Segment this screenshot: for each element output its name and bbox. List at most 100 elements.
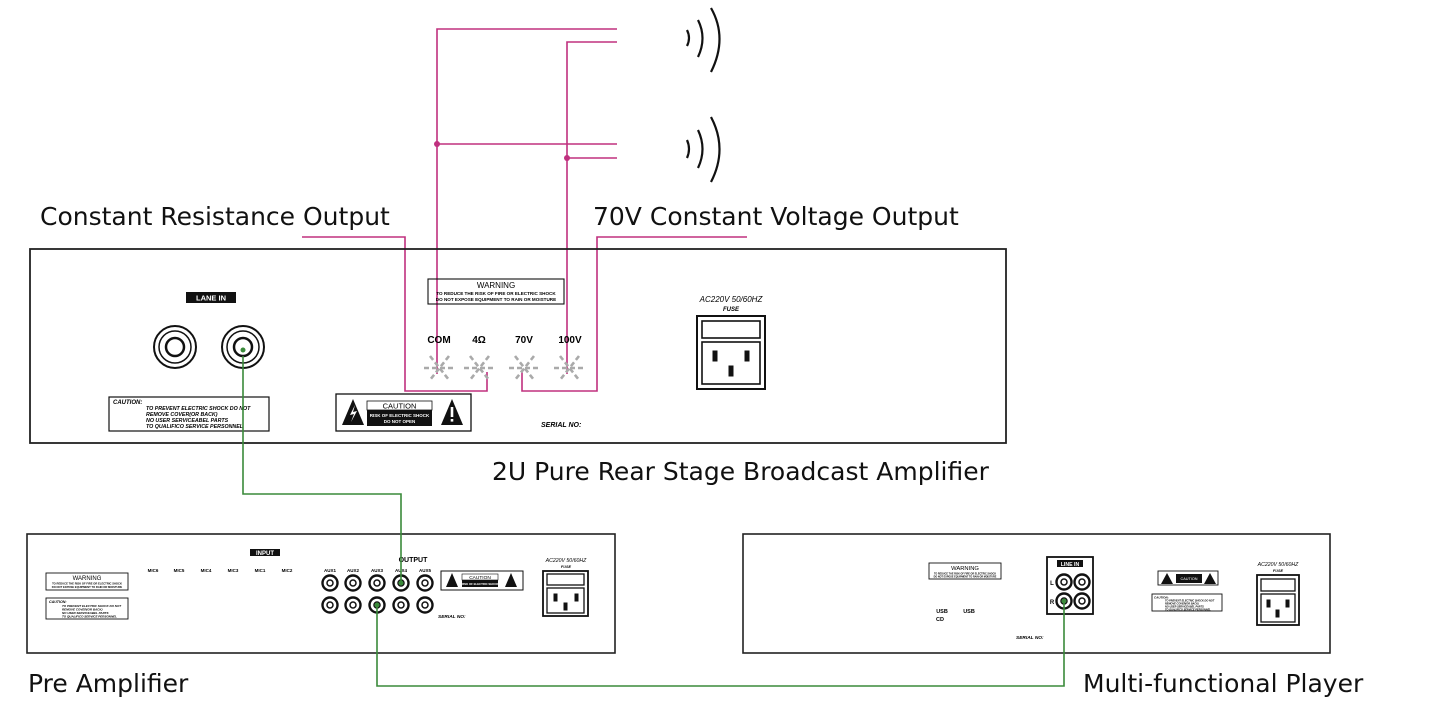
lightning-warning-icon bbox=[446, 573, 458, 587]
lightning-warning-icon bbox=[1161, 573, 1173, 584]
speaker-wires bbox=[302, 28, 747, 392]
rca-jack[interactable] bbox=[1073, 573, 1091, 591]
rca-jack[interactable] bbox=[416, 574, 434, 592]
mic-label: MIC1 bbox=[255, 568, 266, 573]
rca-jack[interactable] bbox=[1073, 592, 1091, 610]
junction-dot bbox=[434, 141, 440, 147]
aux-label: AUX3 bbox=[371, 568, 384, 573]
power-socket[interactable] bbox=[1256, 574, 1300, 626]
warning-notice bbox=[45, 572, 129, 591]
mic-label: MIC6 bbox=[148, 568, 159, 573]
mic-label: MIC3 bbox=[228, 568, 239, 573]
power-socket[interactable] bbox=[696, 315, 766, 390]
caution-box-title: CAUTION bbox=[1180, 577, 1197, 581]
fuse-label: FUSE bbox=[561, 565, 572, 569]
serial-number-label: SERIAL NO: bbox=[541, 422, 581, 429]
lane-in-jack-left[interactable] bbox=[153, 325, 197, 369]
terminal-com[interactable] bbox=[424, 355, 455, 381]
terminal-label-70v: 70V bbox=[515, 335, 533, 346]
caution-box-line: RISK OF ELECTRIC SHOCK bbox=[462, 582, 499, 586]
caution-line: REMOVE COVER(OR BACK) bbox=[1165, 603, 1199, 606]
terminal-100v[interactable] bbox=[554, 355, 585, 381]
shock-caution-box bbox=[1157, 570, 1219, 586]
terminal-label-com: COM bbox=[427, 335, 450, 346]
caution-line: TO PREVENT ELECTRIC SHOCK DO NOT bbox=[1165, 600, 1215, 603]
left-channel-label: L bbox=[1050, 581, 1054, 587]
rca-jack[interactable] bbox=[416, 596, 434, 614]
rca-jack[interactable] bbox=[344, 596, 362, 614]
power-rating: AC220V 50/60HZ bbox=[699, 295, 764, 304]
rca-jack[interactable] bbox=[392, 596, 410, 614]
pre-amplifier-panel: INPUT OUTPUT MIC6 MIC5 MIC4 MIC3 MIC1 MI… bbox=[26, 533, 616, 654]
warning-line: TO REDUCE THE RISK OF FIRE OR ELECTRIC S… bbox=[934, 573, 996, 576]
player-panel: WARNING TO REDUCE THE RISK OF FIRE OR EL… bbox=[742, 533, 1331, 654]
rca-jack[interactable] bbox=[368, 574, 386, 592]
amplifier-panel: LANE IN CAUTION: TO PREVENT ELECTRIC SHO… bbox=[29, 248, 1007, 444]
terminal-label-4ohm: 4Ω bbox=[472, 335, 486, 346]
terminal-70v[interactable] bbox=[509, 355, 540, 381]
rca-jack[interactable] bbox=[321, 574, 339, 592]
caution-notice bbox=[108, 396, 270, 432]
aux-label: AUX1 bbox=[324, 568, 337, 573]
shock-caution-box bbox=[335, 393, 472, 432]
rca-jack[interactable] bbox=[344, 574, 362, 592]
caution-line: REMOVE COVER(OR BACK) bbox=[146, 412, 218, 418]
caution-line: TO QUALIFICO SERVICE PERSONNEL bbox=[1165, 609, 1211, 612]
caution-line: TO PREVENT ELECTRIC SHOCK DO NOT bbox=[146, 406, 251, 412]
caution-line: TO QUALIFICO SERVICE PERSONNEL bbox=[146, 424, 243, 430]
caution-line: NO USER SERVICEABEL PARTS bbox=[62, 611, 109, 615]
pre-amplifier-label: Pre Amplifier bbox=[28, 669, 189, 698]
caution-notice bbox=[1151, 593, 1223, 612]
rca-jack[interactable] bbox=[321, 596, 339, 614]
lane-in-label: LANE IN bbox=[196, 294, 226, 303]
caution-box-title: CAUTION bbox=[383, 402, 417, 411]
caution-notice bbox=[45, 597, 129, 620]
warning-line: DO NOT EXPOSE EQUIPMENT TO RAIN OR MOIST… bbox=[934, 576, 997, 579]
power-rating: AC220V 50/60HZ bbox=[1257, 562, 1299, 568]
usb-label: USB bbox=[963, 609, 975, 615]
serial-number-label: SERIAL NO: bbox=[1016, 635, 1044, 641]
caution-line: TO PREVENT ELECTRIC SHOCK DO NOT bbox=[62, 604, 122, 608]
mic-label: MIC2 bbox=[282, 568, 293, 573]
mic-label: MIC4 bbox=[201, 568, 212, 573]
warning-title: WARNING bbox=[477, 281, 515, 290]
speaker-bottom bbox=[685, 116, 721, 183]
warning-line: TO REDUCE THE RISK OF FIRE OR ELECTRIC S… bbox=[436, 291, 556, 296]
fuse-label: FUSE bbox=[1273, 569, 1284, 573]
amplifier-title: 2U Pure Rear Stage Broadcast Amplifier bbox=[492, 457, 990, 486]
aux-label: AUX5 bbox=[419, 568, 432, 573]
aux-label: AUX2 bbox=[347, 568, 360, 573]
junction-dot bbox=[564, 155, 570, 161]
lane-in-badge bbox=[186, 292, 236, 303]
terminal-4ohm[interactable] bbox=[464, 355, 495, 381]
caution-title: CAUTION: bbox=[49, 600, 67, 604]
signal-connection-dot bbox=[398, 580, 404, 586]
speaker-top bbox=[686, 7, 721, 73]
player-label: Multi-functional Player bbox=[1083, 669, 1364, 698]
caution-box-line: RISK OF ELECTRIC SHOCK bbox=[370, 413, 430, 418]
warning-line: DO NOT EXPOSE EQUIPMENT TO RAIN OR MOIST… bbox=[436, 297, 556, 302]
warning-line: DO NOT EXPOSE EQUIPMENT TO RAIN OR MOIST… bbox=[52, 585, 123, 589]
constant-resistance-label: Constant Resistance Output bbox=[40, 202, 390, 231]
signal-wires bbox=[242, 356, 1065, 687]
warning-title: WARNING bbox=[73, 576, 102, 582]
signal-connection-dot bbox=[374, 602, 380, 608]
line-in-panel bbox=[1046, 556, 1094, 615]
cd-label: CD bbox=[936, 617, 944, 623]
exclamation-warning-icon bbox=[505, 573, 517, 587]
caution-box-title: CAUTION bbox=[469, 575, 491, 581]
caution-box-line: DO NOT OPEN bbox=[384, 419, 416, 424]
warning-line: TO REDUCE THE RISK OF FIRE OR ELECTRIC S… bbox=[52, 582, 122, 586]
usb-label: USB bbox=[936, 609, 948, 615]
mic-label: MIC5 bbox=[174, 568, 185, 573]
power-socket[interactable] bbox=[542, 570, 589, 617]
input-badge bbox=[250, 549, 280, 556]
exclamation-warning-icon bbox=[1204, 573, 1216, 584]
rca-jack[interactable] bbox=[1055, 573, 1073, 591]
shock-caution-box bbox=[440, 570, 524, 591]
input-label: INPUT bbox=[256, 551, 274, 557]
warning-notice bbox=[427, 278, 565, 305]
serial-number-label: SERIAL NO: bbox=[438, 614, 466, 620]
caution-title: CAUTION: bbox=[113, 400, 142, 406]
